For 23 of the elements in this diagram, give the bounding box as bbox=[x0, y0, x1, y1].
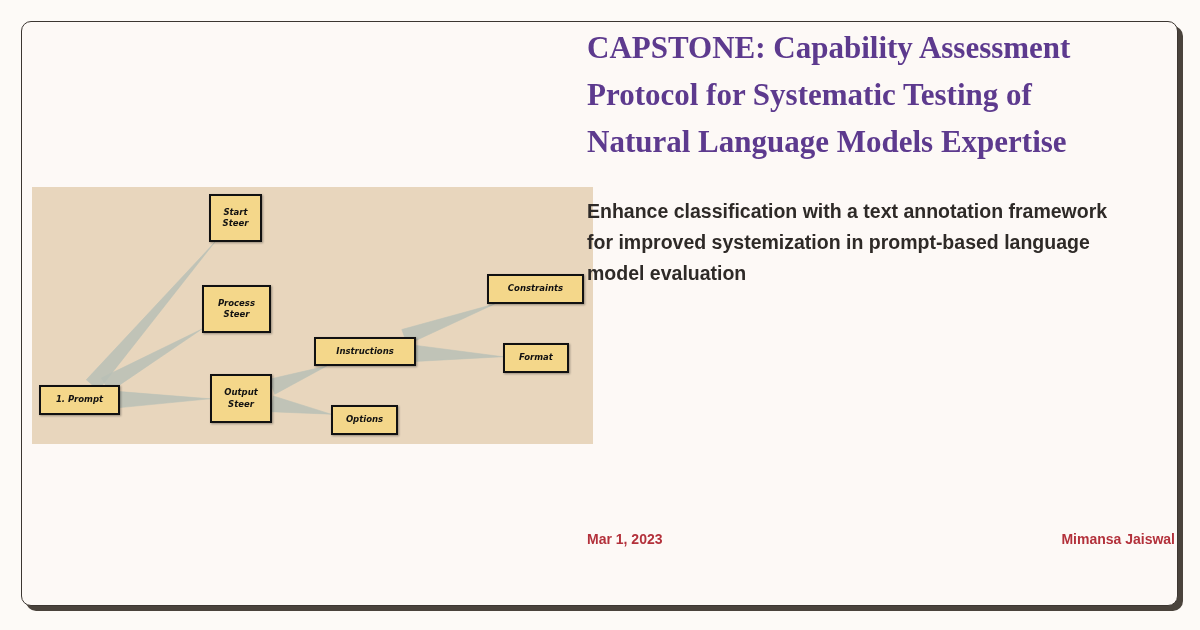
node-label: Options bbox=[344, 414, 385, 426]
node-label: Start Steer bbox=[221, 206, 250, 230]
node-label: Process Steer bbox=[217, 297, 256, 321]
tapered-connector bbox=[270, 395, 332, 415]
sticky-note-box bbox=[209, 194, 262, 242]
title: CAPSTONE: Capability Assessment Protocol for Systematic Testing of Natural Language Models Expertise bbox=[587, 29, 1072, 161]
sticky-note-box bbox=[39, 385, 120, 415]
tapered-connector bbox=[119, 391, 211, 408]
node-label: Format bbox=[518, 352, 554, 364]
sticky-note-box bbox=[210, 374, 272, 423]
tapered-connector bbox=[415, 345, 504, 362]
sticky-note-box bbox=[314, 337, 416, 366]
sticky-note-box bbox=[331, 405, 398, 435]
subtitle: Enhance classification with a text annotation framework for improved systemization in prompt-based language model evaluation bbox=[587, 199, 1109, 286]
author-name: Mimansa Jaiswal bbox=[1061, 531, 1175, 547]
node-label: Instructions bbox=[335, 345, 395, 358]
node-label: 1. Prompt bbox=[54, 394, 105, 406]
sticky-note-box bbox=[202, 285, 271, 333]
sticky-note-box bbox=[487, 274, 584, 304]
date: Mar 1, 2023 bbox=[587, 531, 663, 547]
sticky-note-box bbox=[503, 343, 569, 373]
node-label: Constraints bbox=[506, 283, 565, 295]
node-label: Output Steer bbox=[223, 387, 259, 410]
